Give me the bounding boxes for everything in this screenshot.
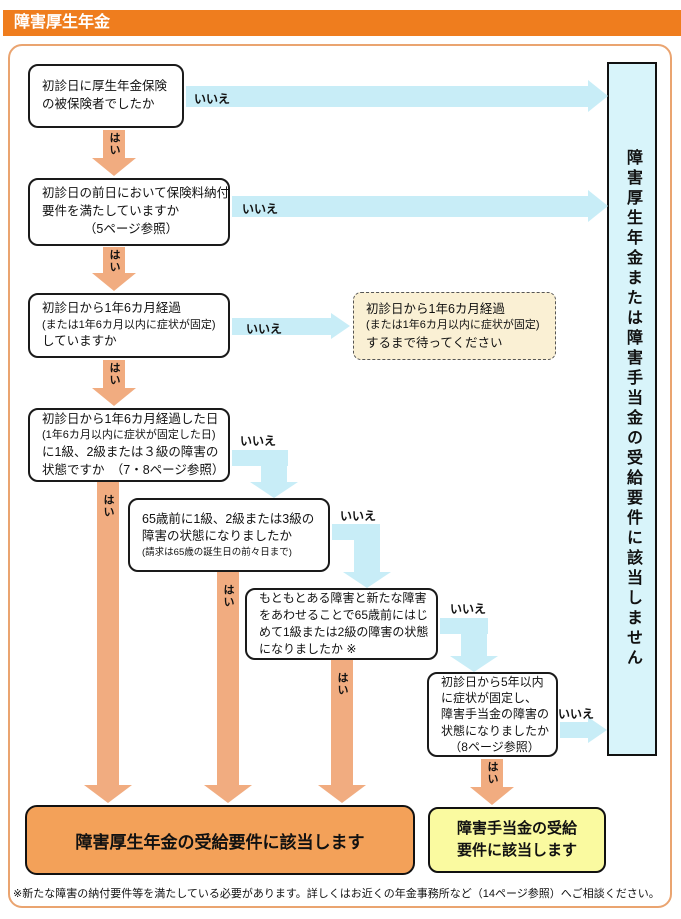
yes-label-q2: はい	[108, 249, 120, 273]
no-label-q5: いいえ	[340, 509, 377, 523]
result-box-not-eligible: 障害厚生年金または障害手当金の受給要件に該当しません	[607, 62, 657, 756]
question-4-line: に1級、2級または３級の障害の	[42, 444, 219, 459]
no-arrow-q1-bar	[186, 86, 588, 107]
question-7-line: （8ページ参照）	[449, 739, 540, 754]
yes-label-q5: はい	[222, 584, 234, 608]
yes-label-q1: はい	[108, 132, 120, 156]
question-5-line: (請求は65歳の誕生日の前々日まで)	[142, 547, 292, 558]
no-arrow-q2-bar	[232, 196, 588, 217]
question-box-2: 初診日の前日において保険料納付 要件を満たしていますか （5ページ参照）	[28, 178, 230, 246]
result-box-pension-eligible: 障害厚生年金の受給要件に該当します	[25, 805, 415, 875]
wait-box-line: するまで待ってください	[366, 335, 503, 350]
result-allowance-line: 要件に該当します	[456, 842, 577, 859]
result-allowance-line: 障害手当金の受給	[456, 820, 577, 838]
no-arrow-q6-head	[450, 656, 498, 672]
no-arrow-q6-bar-v	[461, 618, 487, 656]
question-3-line: 初診日から1年6カ月経過	[42, 300, 181, 315]
no-arrow-q7-bar	[560, 722, 588, 738]
yes-arrow-q7-shaft	[481, 759, 503, 787]
yes-arrow-q3-head	[92, 388, 136, 406]
no-arrow-q7-head	[588, 717, 607, 743]
yes-arrow-q5-head	[204, 785, 252, 803]
page-title-bar: 障害厚生年金	[3, 10, 681, 36]
no-arrow-q4-head	[250, 482, 298, 498]
question-box-6: もともとある障害と新たな障害 をあわせることで65歳前にはじ めて1級または2級…	[245, 588, 438, 660]
result-not-eligible-text: 障害厚生年金または障害手当金の受給要件に該当しません	[624, 149, 641, 669]
yes-arrow-q6-shaft	[331, 660, 353, 785]
no-label-q6: いいえ	[450, 602, 487, 616]
question-box-7: 初診日から5年以内 に症状が固定し、 障害手当金の障害の 状態になりましたか （…	[427, 672, 558, 757]
yes-arrow-q2-shaft	[103, 247, 125, 273]
question-7-line: 状態になりましたか	[441, 723, 550, 738]
question-6-line: になりましたか ※	[259, 642, 357, 657]
no-arrow-q3-head	[331, 313, 350, 339]
no-label-q4: いいえ	[240, 434, 277, 448]
no-label-q7: いいえ	[558, 707, 595, 721]
question-2-line: （5ページ参照）	[83, 221, 179, 236]
question-7-line: 障害手当金の障害の	[441, 707, 550, 722]
yes-arrow-q4-shaft	[97, 482, 119, 785]
question-6-line: をあわせることで65歳前にはじ	[259, 607, 428, 622]
question-1-line: の被保険者でしたか	[42, 97, 155, 111]
question-5-line: 障害の状態になりましたか	[142, 529, 293, 544]
yes-label-q4: はい	[102, 494, 114, 518]
question-5-line: 65歳前に1級、2級または3級の	[142, 511, 315, 526]
page-title: 障害厚生年金	[14, 14, 111, 31]
question-4-line: 初診日から1年6カ月経過した日	[42, 411, 219, 426]
no-label-q3: いいえ	[246, 322, 283, 336]
no-arrow-q2-head	[588, 190, 608, 222]
yes-arrow-q5-shaft	[217, 572, 239, 785]
no-arrow-q4-bar-v	[261, 450, 287, 482]
yes-label-q7: はい	[486, 761, 498, 785]
question-7-line: に症状が固定し、	[441, 691, 538, 706]
no-label-q1: いいえ	[194, 92, 231, 106]
question-2-line: 初診日の前日において保険料納付	[42, 186, 230, 201]
yes-arrow-q1-shaft	[103, 130, 125, 158]
question-6-line: もともとある障害と新たな障害	[259, 590, 427, 605]
question-3-line: (または1年6カ月以内に症状が固定)	[42, 318, 216, 331]
wait-box-line: (または1年6カ月以内に症状が固定)	[366, 319, 540, 332]
yes-label-q3: はい	[108, 362, 120, 386]
result-pension-text: 障害厚生年金の受給要件に該当します	[75, 832, 365, 852]
no-arrow-q3-bar	[232, 318, 331, 335]
yes-arrow-q7-head	[470, 787, 514, 805]
yes-label-q6: はい	[336, 672, 348, 696]
yes-arrow-q6-head	[318, 785, 366, 803]
footnote: ※新たな障害の納付要件等を満たしている必要があります。詳しくはお近くの年金事務所…	[13, 888, 660, 900]
yes-arrow-q3-shaft	[103, 360, 125, 388]
wait-box-line: 初診日から1年6カ月経過	[366, 301, 505, 316]
result-box-allowance-eligible: 障害手当金の受給 要件に該当します	[428, 807, 606, 873]
question-1-line: 初診日に厚生年金保険	[42, 79, 168, 94]
question-4-line: (1年6カ月以内に症状が固定した日)	[42, 429, 216, 442]
yes-arrow-q2-head	[92, 273, 136, 291]
yes-arrow-q4-head	[84, 785, 132, 803]
no-arrow-q5-head	[343, 572, 391, 588]
question-box-1: 初診日に厚生年金保険 の被保険者でしたか	[28, 64, 184, 128]
question-4-line: 状態ですか （7・8ページ参照）	[42, 462, 225, 477]
question-3-line: していますか	[42, 334, 117, 349]
no-arrow-q5-bar-v	[354, 524, 380, 572]
question-6-line: めて1級または2級の障害の状態	[259, 625, 429, 639]
question-box-5: 65歳前に1級、2級または3級の 障害の状態になりましたか (請求は65歳の誕生…	[128, 498, 330, 572]
question-2-line: 要件を満たしていますか	[42, 204, 180, 219]
no-arrow-q1-head	[588, 80, 608, 112]
wait-box: 初診日から1年6カ月経過 (または1年6カ月以内に症状が固定) するまで待ってく…	[353, 292, 556, 360]
question-box-4: 初診日から1年6カ月経過した日 (1年6カ月以内に症状が固定した日) に1級、2…	[28, 408, 230, 482]
yes-arrow-q1-head	[92, 158, 136, 176]
question-box-3: 初診日から1年6カ月経過 (または1年6カ月以内に症状が固定) していますか	[28, 293, 230, 358]
question-7-line: 初診日から5年以内	[441, 675, 544, 690]
no-label-q2: いいえ	[242, 202, 279, 216]
